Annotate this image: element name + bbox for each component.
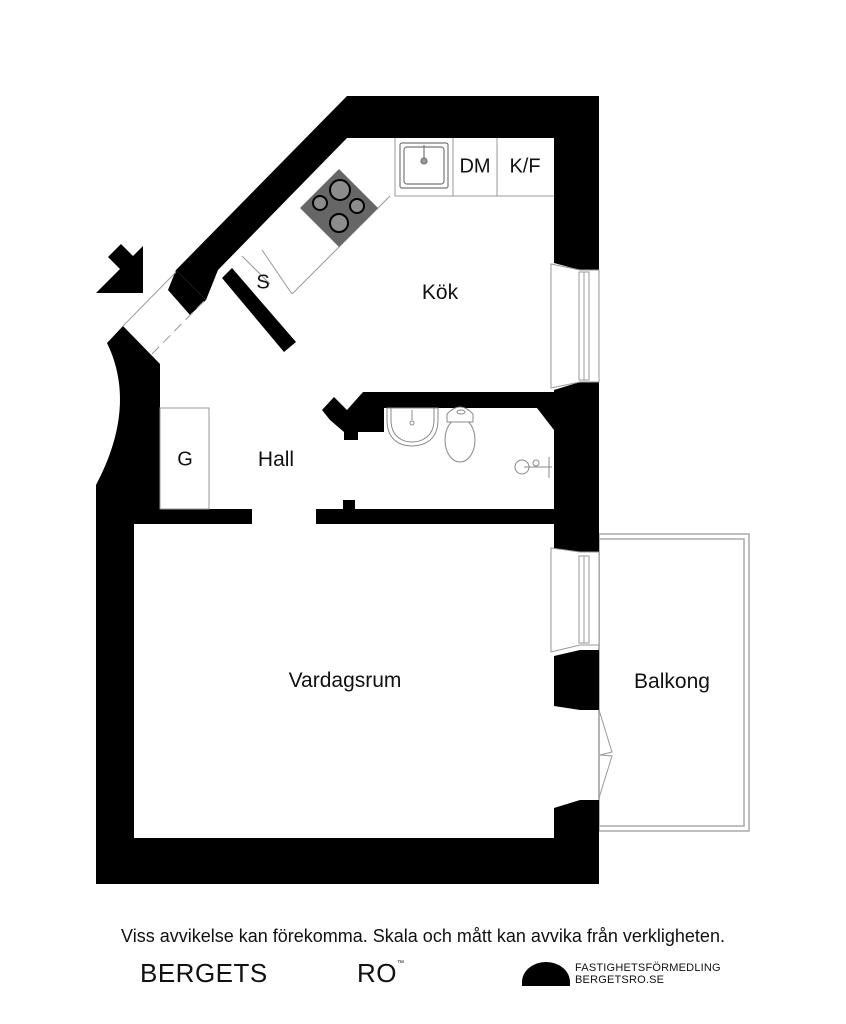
brand-logo-icon — [522, 962, 570, 986]
wardrobe-g — [159, 407, 210, 510]
logo-line-2: BERGETSRO.SE — [575, 974, 665, 986]
stove-icon — [300, 169, 378, 247]
fridge-freezer-label: K/F — [509, 155, 541, 178]
bathroom-sink-icon — [386, 407, 439, 447]
logo-line-1: FASTIGHETSFÖRMEDLING — [575, 962, 721, 974]
trademark-symbol: ™ — [397, 960, 405, 967]
brand-ro: RO — [357, 958, 397, 988]
balcony-door — [598, 709, 613, 799]
toilet-icon — [444, 406, 476, 463]
entrance-arrow-icon — [96, 244, 143, 293]
interior-walls — [134, 268, 599, 552]
room-label-living-room: Vardagsrum — [288, 669, 402, 692]
brand-logo-text: FASTIGHETSFÖRMEDLING BERGETSRO.SE — [575, 962, 721, 986]
disclaimer-text: Viss avvikelse kan förekomma. Skala och … — [121, 926, 725, 946]
brand-wordmark-right: RO™ — [357, 958, 405, 989]
outer-walls — [96, 96, 599, 884]
wardrobe-s-label: S — [256, 271, 270, 294]
brand-wordmark-left: BERGETS — [140, 958, 268, 988]
entrance-door — [122, 271, 206, 355]
wardrobe-g-label: G — [177, 448, 193, 471]
kitchen-window — [550, 263, 600, 389]
dishwasher-label: DM — [459, 155, 491, 178]
kitchen-sink-icon — [399, 142, 449, 189]
living-room-window — [550, 547, 600, 653]
room-label-hall: Hall — [257, 448, 295, 471]
room-label-balcony: Balkong — [634, 670, 710, 693]
floor-plan — [96, 96, 750, 884]
shower-icon — [514, 457, 552, 478]
room-label-kitchen: Kök — [421, 281, 459, 304]
